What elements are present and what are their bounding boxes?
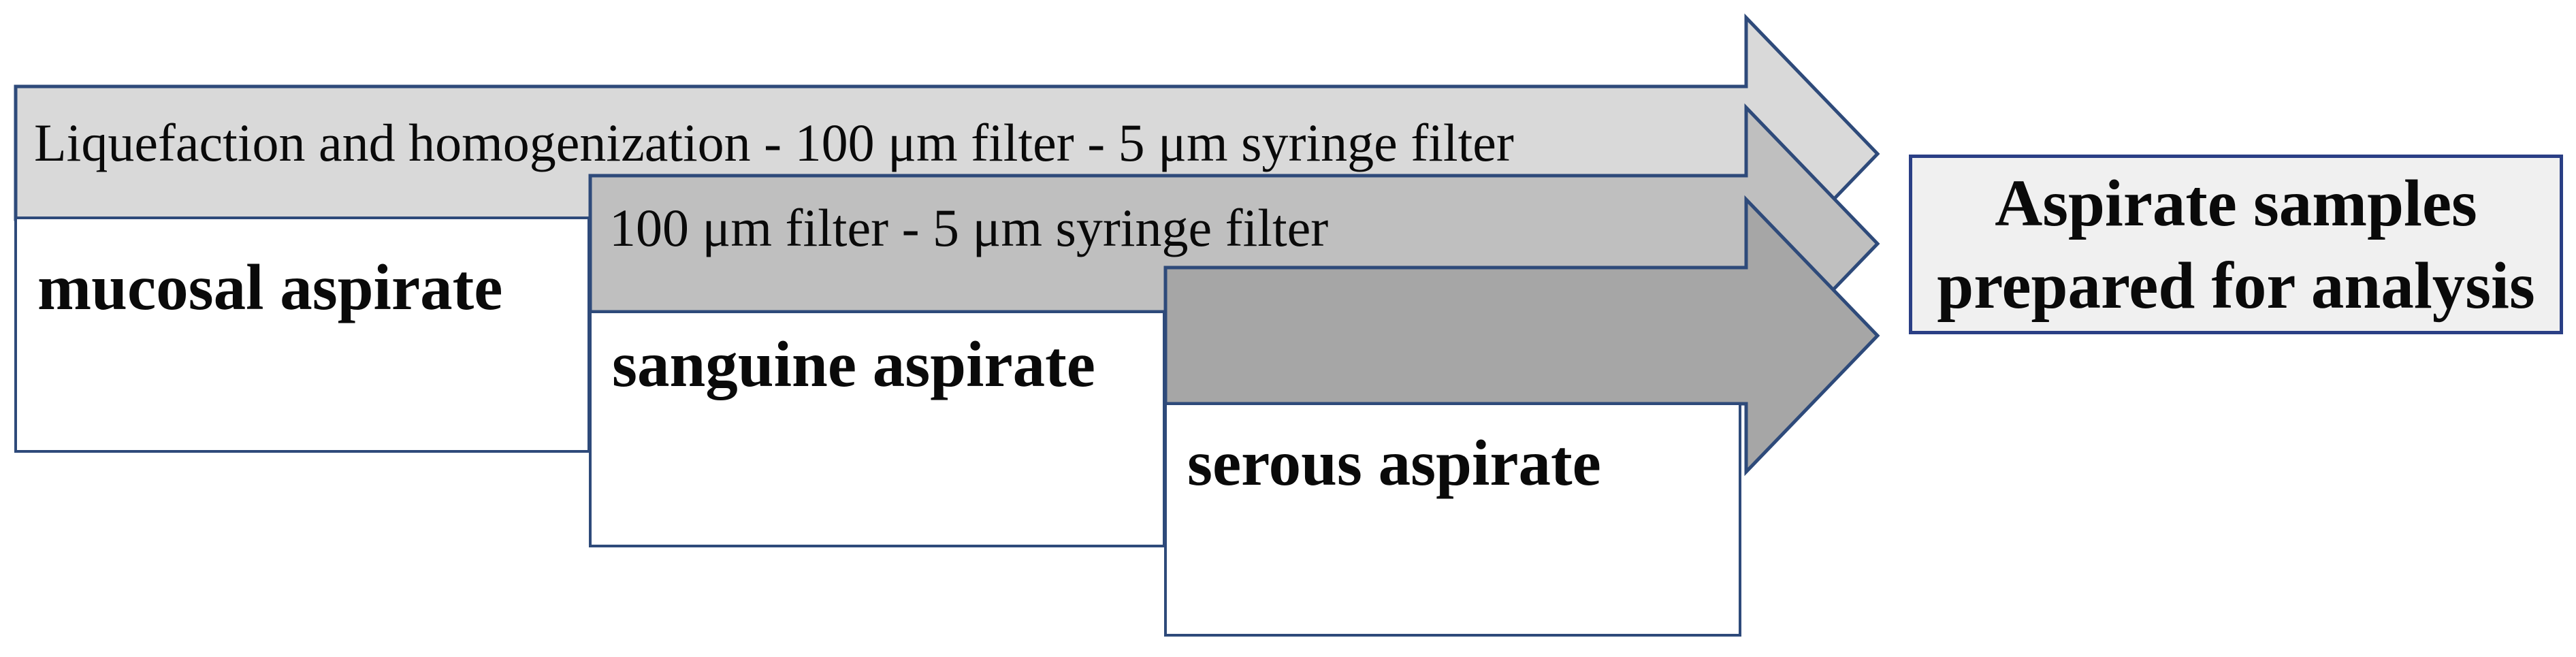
mucosal-aspirate-box: mucosal aspirate [14,217,590,453]
mucosal-process-label: Liquefaction and homogenization - 100 μm… [34,113,1514,172]
serous-aspirate-label: serous aspirate [1187,427,1601,499]
serous-aspirate-box: serous aspirate [1164,402,1741,637]
result-box: Aspirate samples prepared for analysis [1909,155,2563,334]
sanguine-aspirate-box: sanguine aspirate [589,310,1165,547]
result-box-line-1: Aspirate samples [1995,167,2477,240]
mucosal-aspirate-label: mucosal aspirate [37,251,503,323]
sanguine-process-label: 100 μm filter - 5 μm syringe filter [609,198,1329,257]
result-box-line-2: prepared for analysis [1937,249,2535,322]
sanguine-aspirate-label: sanguine aspirate [612,328,1095,400]
